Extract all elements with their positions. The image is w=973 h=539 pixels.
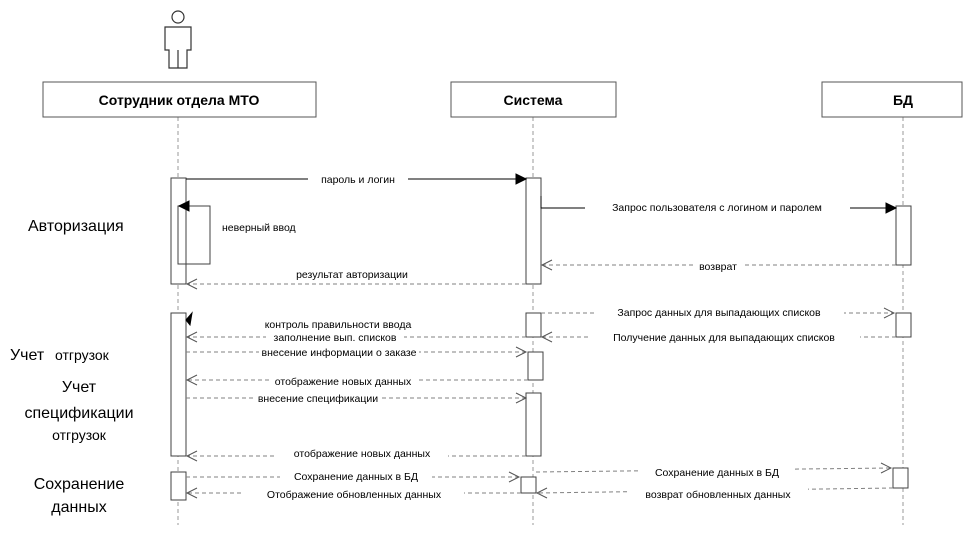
msg-show-updated-label: Отображение обновленных данных — [267, 489, 442, 501]
activation-system-lists — [525, 312, 542, 338]
msg-dropdown-query-label: Запрос данных для выпадающих списков — [617, 307, 821, 319]
msg-db-user-query-label: Запрос пользователя с логином и паролем — [612, 202, 822, 214]
msg-fill-lists: заполнение вып. списков — [185, 331, 526, 344]
msg-dropdown-receive: Получение данных для выпадающих списков — [540, 331, 896, 344]
msg-login: пароль и логин — [186, 172, 528, 186]
msg-order-info-label: внесение информации о заказе — [262, 347, 417, 359]
msg-save-db-1: Сохранение данных в БД — [186, 470, 521, 483]
msg-spec-input: внесение спецификации — [186, 392, 528, 405]
participant-db-label: БД — [893, 92, 913, 108]
self-call-frame — [177, 205, 211, 265]
phase-shipments-line1: Учет — [10, 347, 45, 364]
msg-save-db-2-label: Сохранение данных в БД — [655, 467, 779, 479]
activation-db-save — [892, 467, 909, 489]
activation-system-auth — [525, 177, 542, 285]
activation-db-auth — [895, 205, 912, 266]
msg-login-label: пароль и логин — [321, 174, 395, 186]
msg-db-return-label: возврат — [699, 261, 737, 273]
activation-system-spec — [525, 392, 542, 457]
msg-return-updated: возврат обновленных данных — [535, 487, 894, 501]
participant-employee-label: Сотрудник отдела МТО — [99, 92, 260, 108]
msg-fill-lists-label: заполнение вып. списков — [274, 332, 397, 344]
phase-spec: Учет спецификации отгрузок — [24, 379, 133, 443]
msg-auth-result: результат авторизации — [185, 267, 526, 290]
msg-save-db-2: Сохранение данных в БД — [535, 462, 893, 479]
phase-save: Сохранение данных — [34, 476, 125, 516]
msg-db-user-query: Запрос пользователя с логином и паролем — [540, 196, 898, 214]
msg-wrong-input: неверный ввод — [177, 200, 296, 234]
msg-show-updated: Отображение обновленных данных — [185, 487, 521, 501]
participant-employee: Сотрудник отдела МТО — [42, 81, 317, 118]
msg-return-updated-label: возврат обновленных данных — [645, 489, 791, 501]
activation-db-lists — [895, 312, 912, 338]
activation-employee-work — [170, 312, 187, 457]
phase-save-line2: данных — [51, 499, 106, 516]
msg-db-return: возврат — [540, 259, 896, 273]
msg-new-data-1-label: отображение новых данных — [275, 376, 412, 388]
phase-save-line1: Сохранение — [34, 476, 125, 493]
msg-input-check: контроль правильности ввода — [185, 311, 412, 331]
msg-auth-result-label: результат авторизации — [296, 269, 408, 281]
msg-spec-input-label: внесение спецификации — [258, 393, 378, 405]
msg-input-check-label: контроль правильности ввода — [265, 319, 412, 331]
phase-spec-line3: отгрузок — [52, 427, 107, 443]
phase-shipments: Учет отгрузок — [10, 347, 110, 364]
msg-wrong-input-label: неверный ввод — [222, 222, 296, 234]
msg-dropdown-query: Запрос данных для выпадающих списков — [541, 305, 896, 319]
participant-db: БД — [821, 81, 963, 118]
actor-icon — [164, 10, 192, 69]
msg-dropdown-receive-label: Получение данных для выпадающих списков — [613, 332, 835, 344]
activation-system-save — [520, 476, 537, 494]
participant-system: Система — [450, 81, 617, 118]
phase-shipments-line2: отгрузок — [55, 347, 110, 363]
msg-save-db-1-label: Сохранение данных в БД — [294, 471, 418, 483]
phase-spec-line2: спецификации — [24, 405, 133, 422]
phase-auth: Авторизация — [28, 218, 124, 235]
activation-employee-save — [170, 471, 187, 501]
participant-system-label: Система — [504, 92, 563, 108]
msg-new-data-2-label: отображение новых данных — [294, 448, 431, 460]
msg-new-data-2: отображение новых данных — [185, 447, 526, 462]
msg-new-data-1: отображение новых данных — [185, 374, 528, 388]
msg-order-info: внесение информации о заказе — [186, 346, 528, 359]
activation-system-order — [527, 351, 544, 381]
phase-spec-line1: Учет — [62, 379, 97, 396]
